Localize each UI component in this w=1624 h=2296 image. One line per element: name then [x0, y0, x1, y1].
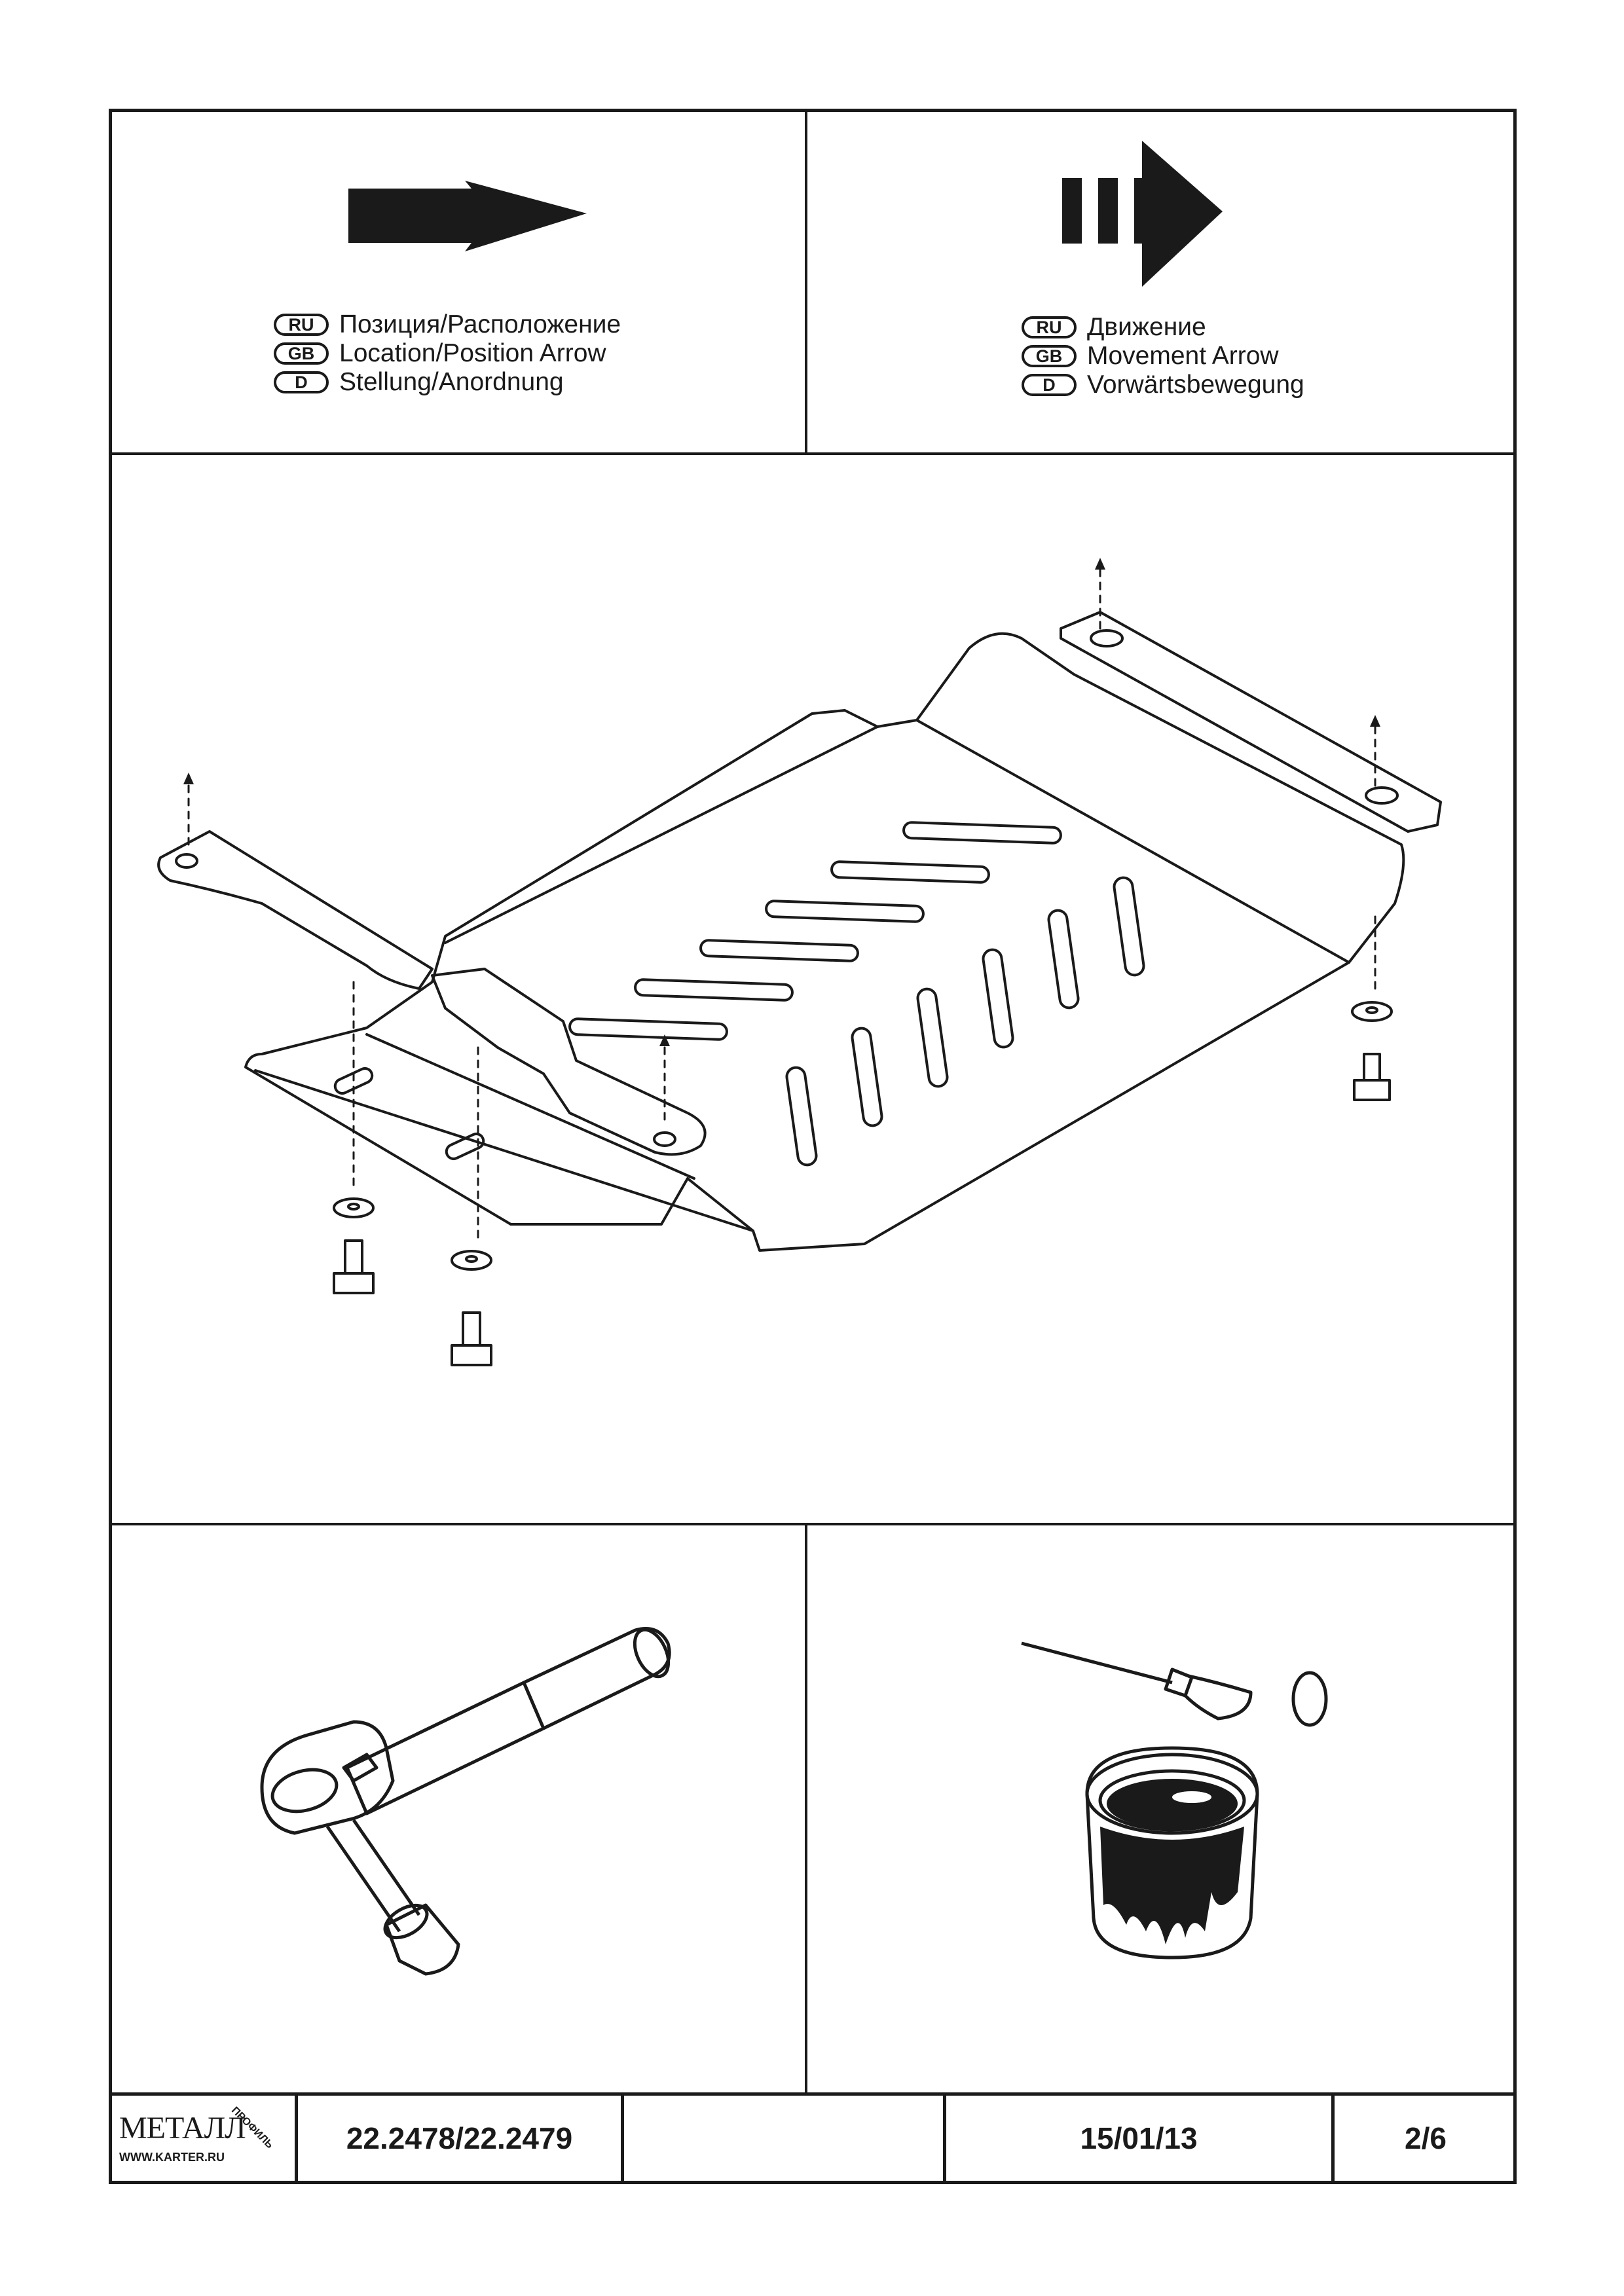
legend-left: RU Позиция/Расположение GB Location/Posi…: [274, 310, 621, 397]
legend-left-row: RU Позиция/Расположение: [274, 310, 621, 339]
page-frame: [109, 109, 1517, 2184]
lang-badge: RU: [274, 314, 329, 336]
legend-right-text: Vorwärtsbewegung: [1087, 371, 1304, 399]
lang-badge: D: [1022, 374, 1077, 396]
document-date: 15/01/13: [1080, 2121, 1198, 2155]
legend-right-row: GB Movement Arrow: [1022, 342, 1304, 371]
divider-bottom-vertical: [805, 1524, 807, 2094]
lang-badge: D: [274, 371, 329, 393]
titleblock-divider: [621, 2094, 624, 2184]
lang-badge: RU: [1022, 316, 1077, 338]
legend-right-row: D Vorwärtsbewegung: [1022, 371, 1304, 399]
legend-left-text: Позиция/Расположение: [339, 310, 621, 338]
lang-badge: GB: [274, 342, 329, 365]
legend-left-text: Stellung/Anordnung: [339, 368, 564, 396]
paint-brush-and-can-icon: [1021, 1641, 1328, 1959]
legend-left-text: Location/Position Arrow: [339, 339, 606, 367]
divider-top: [109, 452, 1517, 455]
logo-url-text: WWW.KARTER.RU: [119, 2151, 225, 2164]
divider-top-vertical: [805, 109, 807, 454]
legend-right-text: Движение: [1087, 313, 1206, 341]
legend-right-text: Movement Arrow: [1087, 342, 1279, 370]
part-number: 22.2478/22.2479: [346, 2121, 573, 2155]
logo-main-text: МЕТАЛЛ: [119, 2111, 246, 2145]
divider-titleblock: [109, 2092, 1517, 2096]
titleblock-divider: [1331, 2094, 1335, 2184]
legend-right: RU Движение GB Movement Arrow D Vorwärts…: [1022, 313, 1304, 399]
location-position-arrow-icon: [348, 181, 587, 251]
legend-right-row: RU Движение: [1022, 313, 1304, 342]
legend-left-row: D Stellung/Anordnung: [274, 368, 621, 397]
legend-left-row: GB Location/Position Arrow: [274, 339, 621, 368]
movement-arrow-icon: [1062, 141, 1223, 287]
titleblock-divider: [943, 2094, 946, 2184]
page-number: 2/6: [1405, 2121, 1447, 2155]
blank-cell: [624, 2095, 943, 2181]
titleblock-divider: [295, 2094, 298, 2184]
lang-badge: GB: [1022, 345, 1077, 367]
company-logo: МЕТАЛЛ ПРОФИЛЬ WWW.KARTER.RU: [113, 2098, 293, 2180]
ratchet-wrench-icon: [260, 1627, 671, 1976]
divider-middle: [109, 1523, 1517, 1525]
